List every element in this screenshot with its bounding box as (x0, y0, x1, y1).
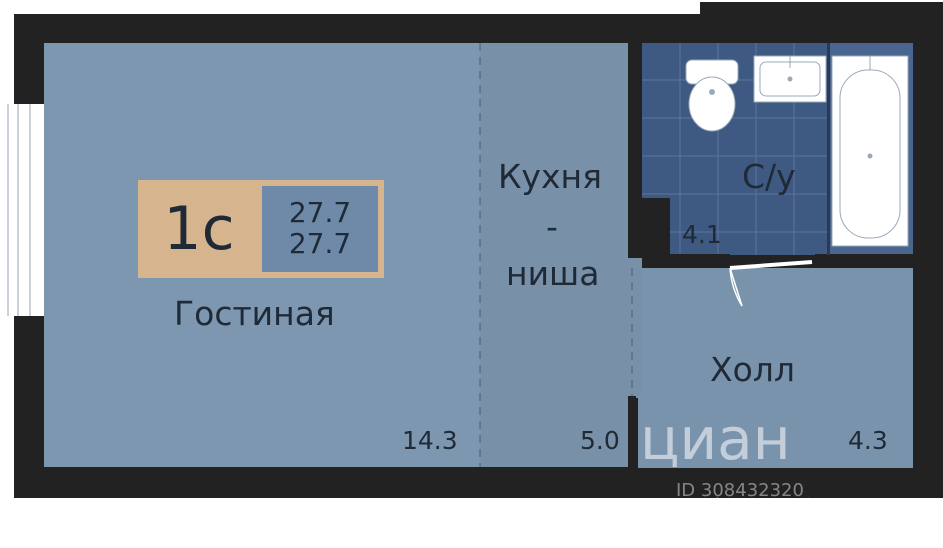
entrance-door-icon (714, 497, 812, 548)
hall-name: Холл (710, 350, 795, 389)
bathroom-door-icon (729, 260, 813, 307)
kitchen-name-line3: ниша (506, 254, 600, 293)
watermark-brand: циан (640, 405, 791, 473)
apartment-badge: 1с 27.7 27.7 (138, 180, 384, 278)
wall-bath-bottom (670, 254, 730, 268)
bathtub-icon (831, 55, 909, 247)
kitchen-name-line1: Кухня (498, 157, 602, 196)
watermark-id: ID 308432320 (676, 480, 804, 501)
living-room-area: 14.3 (402, 426, 458, 455)
living-room-name: Гостиная (174, 294, 335, 333)
kitchen-area: 5.0 (580, 426, 620, 455)
wall-right (913, 43, 943, 498)
kitchen-name-line2: - (546, 207, 558, 246)
hall-floor (636, 268, 913, 468)
outer-wall-bottom-right (620, 470, 943, 498)
wall-bath-notch (628, 198, 670, 258)
wall-bath-left (628, 43, 642, 198)
wall-bath-bottom-right (815, 254, 913, 268)
total-area: 27.7 (288, 196, 352, 230)
kitchen-floor (480, 43, 628, 467)
toilet-icon (685, 59, 739, 132)
hall-area: 4.3 (848, 426, 888, 455)
bathroom-area: 4.1 (682, 220, 722, 249)
apartment-type: 1с (163, 194, 235, 264)
bathroom-name: С/у (742, 157, 796, 196)
window (0, 104, 44, 316)
sink-icon (753, 55, 827, 103)
wall-kitchen-stub (628, 398, 638, 468)
apartment-areas: 27.7 27.7 (262, 186, 378, 272)
living-area: 27.7 (288, 227, 352, 260)
wall-bath-tub-divider (827, 43, 830, 255)
